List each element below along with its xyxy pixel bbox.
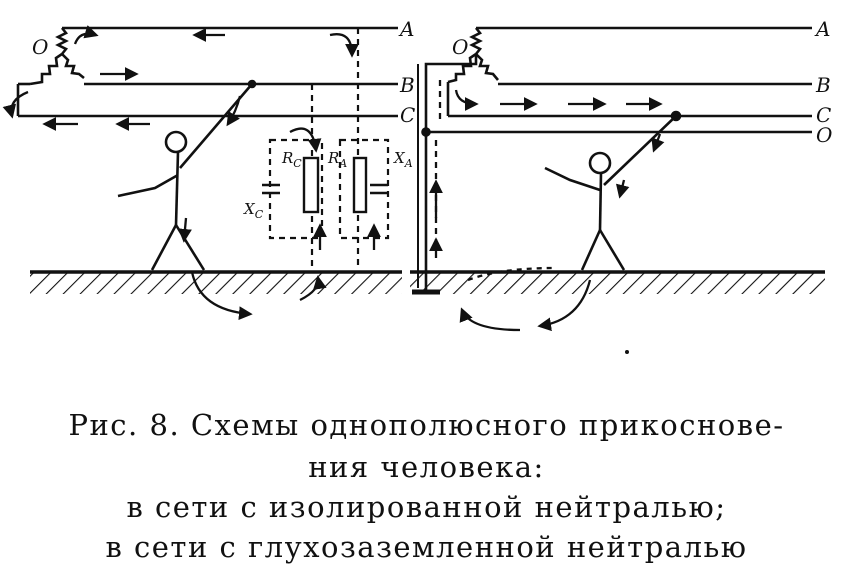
right-neutral-junction [421, 127, 431, 137]
left-person [117, 83, 253, 271]
right-label-o: O [816, 123, 832, 147]
left-transformer-star [16, 27, 85, 116]
right-person [544, 115, 677, 271]
left-label-a: A [398, 17, 414, 41]
label-xa: XA [393, 149, 413, 170]
caption-line-1: Рис. 8. Схемы однополюсного прикоснове- [68, 408, 785, 442]
right-touch-point [670, 110, 682, 122]
left-touch-point [247, 79, 257, 89]
caption-line-4: в сети с глухозаземленной нейтралью [105, 530, 748, 564]
right-label-a: A [814, 17, 830, 41]
right-label-c: C [816, 103, 831, 127]
left-label-c: C [400, 103, 415, 127]
right-label-neutral: O [452, 35, 468, 59]
left-scheme-isolated-neutral [2, 25, 398, 320]
left-components [262, 156, 388, 214]
label-rc: RC [281, 149, 302, 170]
ground-right [410, 270, 825, 294]
caption-line-2: ния человека: [308, 450, 545, 484]
right-label-b: B [815, 73, 831, 97]
right-transformer-star [424, 27, 499, 290]
label-ra: RA [327, 149, 347, 170]
caption-line-3: в сети с изолированной нейтралью; [126, 490, 727, 524]
label-xc: XC [243, 200, 264, 221]
right-scheme-grounded-neutral [412, 26, 812, 332]
speck [625, 350, 629, 354]
left-label-neutral: O [32, 35, 48, 59]
left-label-b: B [399, 73, 415, 97]
ground-left [30, 270, 402, 294]
